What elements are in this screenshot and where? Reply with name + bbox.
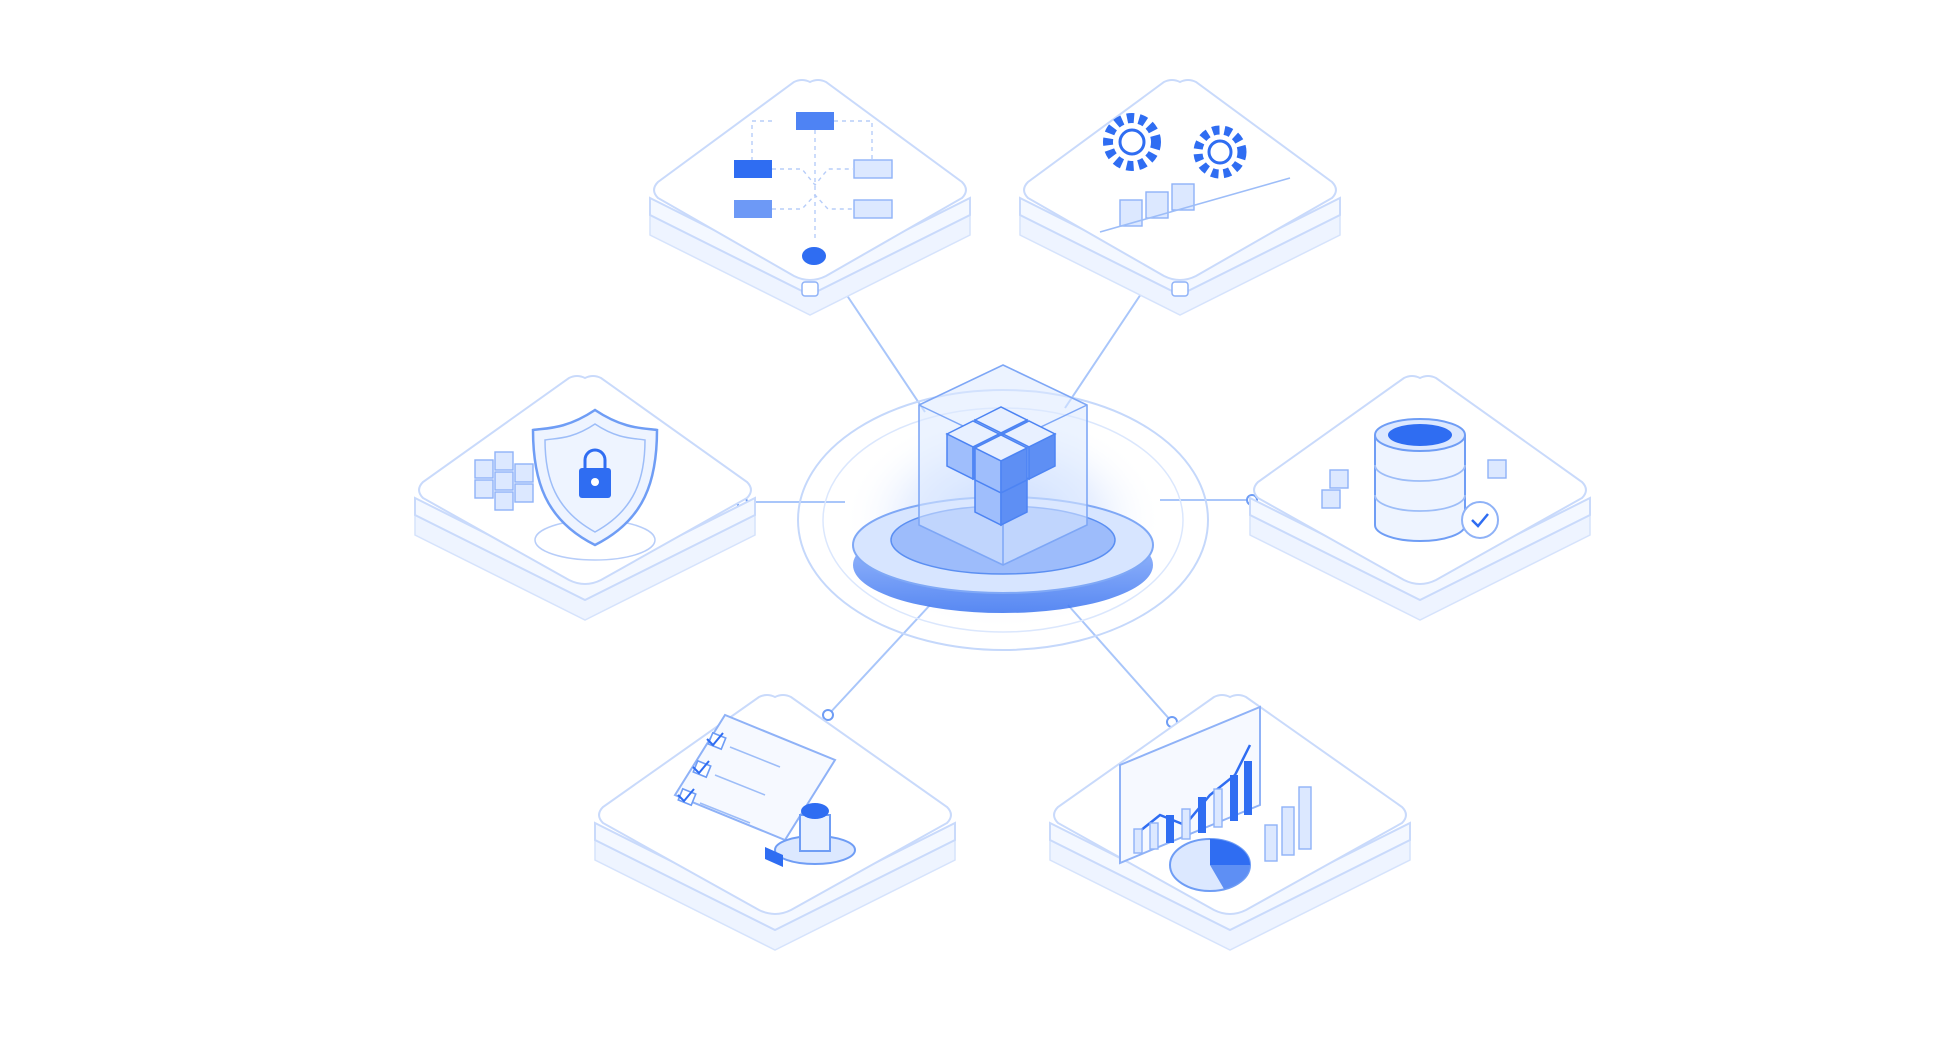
node-security (414, 375, 756, 621)
plate-port (801, 281, 819, 297)
node-workflow (649, 79, 971, 316)
connector-node-dot (822, 709, 834, 721)
node-analytics (1049, 694, 1411, 951)
hub (797, 364, 1209, 651)
database-icon (1321, 418, 1507, 542)
node-settings (1019, 79, 1341, 316)
connector-settings (1064, 284, 1148, 409)
checklist-stamp-icon (673, 713, 856, 867)
node-database (1249, 375, 1591, 621)
plate-port (1171, 281, 1189, 297)
gears-icon (1099, 113, 1291, 233)
cube-cluster-icon (945, 406, 1057, 527)
chart-dashboard-icon (1119, 705, 1312, 892)
connector-workflow (839, 284, 926, 413)
node-approval (594, 694, 956, 951)
flowchart-icon (734, 112, 893, 265)
shield-lock-icon (474, 408, 659, 561)
connector-analytics (1067, 604, 1173, 723)
connector-approval (827, 604, 931, 716)
